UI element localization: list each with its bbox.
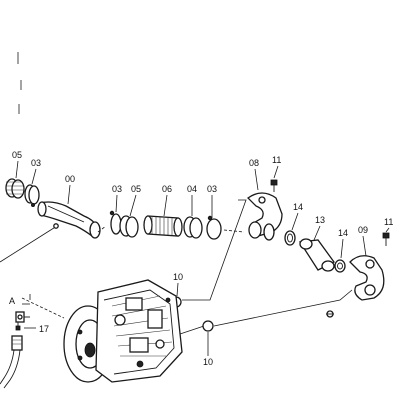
bolt-11-upper <box>270 179 278 192</box>
hydraulic-pump-assembly <box>63 279 183 383</box>
o-ring-10-lower <box>202 320 214 332</box>
pipe-13 <box>298 238 335 272</box>
elbow-clamp <box>263 223 275 241</box>
callout-leaders <box>15 160 390 356</box>
hose-clamp-05-left <box>5 178 25 199</box>
hydraulic-hose <box>0 335 23 389</box>
elbow-fitting-08 <box>246 192 283 239</box>
callout-14-left: 14 <box>293 202 303 212</box>
hose-clamp-03-mid <box>109 210 122 235</box>
sleeve-04 <box>183 216 203 239</box>
callout-14-right: 14 <box>338 228 348 238</box>
callout-10-lower: 10 <box>203 357 213 367</box>
callout-a: A <box>9 296 15 306</box>
hose-06 <box>143 215 183 237</box>
callout-05-left: 05 <box>12 150 22 160</box>
margin-ticks <box>17 52 22 114</box>
callout-06: 06 <box>162 184 172 194</box>
elbow-fitting-09 <box>349 255 385 301</box>
bolt-11-lower <box>382 232 390 246</box>
leader-lines-o-ring <box>179 199 353 335</box>
dashed-flow-lines <box>97 225 245 233</box>
hose-clamp-03-right <box>206 215 222 240</box>
callout-11-upper: 11 <box>272 155 281 165</box>
callout-03-left: 03 <box>31 158 41 168</box>
callout-08: 08 <box>249 158 259 168</box>
callout-09: 09 <box>358 225 368 235</box>
hose-clamp-03-left <box>24 184 40 207</box>
callout-05-mid: 05 <box>131 184 141 194</box>
callout-03-mid: 03 <box>112 184 122 194</box>
elbow-pipe-00 <box>0 201 101 263</box>
callout-11-lower: 11 <box>384 217 393 227</box>
callout-03-right: 03 <box>207 184 217 194</box>
o-ring-14-right <box>334 259 346 273</box>
callout-10-upper: 10 <box>173 272 183 282</box>
fitting-17 <box>15 311 36 331</box>
callout-labels: 05 03 00 03 05 06 04 03 08 11 14 13 14 0… <box>9 150 393 367</box>
hose-clamp-05-mid <box>119 215 139 238</box>
callout-17: 17 <box>39 324 49 334</box>
pump-mount-bolt <box>326 310 334 318</box>
callout-04: 04 <box>187 184 197 194</box>
section-a-detail <box>21 294 65 319</box>
callout-00: 00 <box>65 174 75 184</box>
o-ring-14-left <box>284 230 296 246</box>
callout-13: 13 <box>315 215 325 225</box>
